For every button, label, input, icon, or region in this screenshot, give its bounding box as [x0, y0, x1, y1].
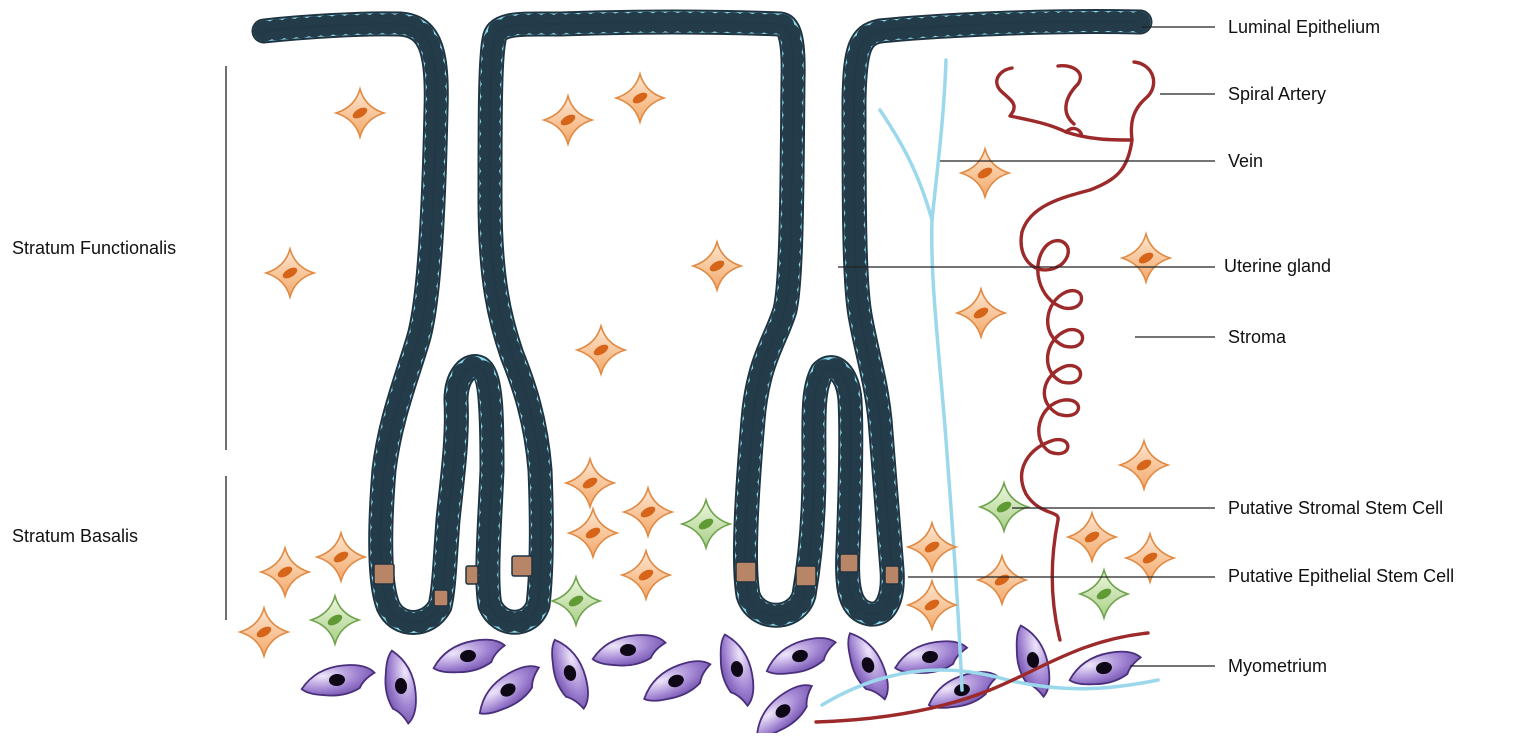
label-putative-stromal-stem-cell: Putative Stromal Stem Cell [1228, 498, 1443, 518]
epithelial-stem-cell [434, 590, 448, 606]
epithelial-stem-cell [840, 554, 858, 572]
stromal-cell [261, 548, 309, 596]
stromal-cell [566, 459, 614, 507]
myometrium-cell [637, 655, 717, 708]
stromal-stem-cell [311, 596, 359, 644]
epithelial-stem-cell [512, 556, 532, 576]
stromal-stem-cell [682, 500, 730, 548]
myometrium-cell [716, 631, 758, 709]
stromal-cell [336, 89, 384, 137]
stromal-cell [577, 326, 625, 374]
label-putative-epithelial-stem-cell: Putative Epithelial Stem Cell [1228, 566, 1454, 586]
stromal-cell [624, 488, 672, 536]
stromal-cell [1122, 234, 1170, 282]
epithelial-stem-cell [736, 562, 756, 582]
label-stroma: Stroma [1228, 327, 1286, 347]
epithelial-stem-cell [374, 564, 394, 584]
label-uterine-gland: Uterine gland [1224, 256, 1331, 276]
label-luminal-epithelium: Luminal Epithelium [1228, 17, 1380, 37]
myometrium-cell [762, 633, 841, 680]
stromal-cell [978, 556, 1026, 604]
stromal-cell [266, 249, 314, 297]
myometrium-cell [745, 678, 822, 733]
label-stratum-basalis: Stratum Basalis [12, 526, 138, 546]
myometrium-cell [546, 635, 593, 714]
stromal-cell [957, 289, 1005, 337]
stromal-cell [693, 242, 741, 290]
stromal-cell [622, 551, 670, 599]
label-stratum-functionalis: Stratum Functionalis [12, 238, 176, 258]
myometrium-cell [841, 626, 894, 706]
stromal-cell [1126, 534, 1174, 582]
stromal-cell [317, 533, 365, 581]
stromal-cell [1068, 513, 1116, 561]
stromal-cell [616, 74, 664, 122]
myometrium-cell [300, 663, 376, 699]
stromal-cell [908, 581, 956, 629]
stromal-cell [908, 523, 956, 571]
stromal-cell [240, 608, 288, 656]
epithelial-stem-cell [885, 566, 899, 584]
label-spiral-artery: Spiral Artery [1228, 84, 1326, 104]
myometrium-cell [383, 649, 419, 725]
stromal-stem-cell [980, 483, 1028, 531]
stromal-cell [544, 96, 592, 144]
myometrium-cell [591, 633, 667, 669]
stromal-cell [1120, 441, 1168, 489]
label-vein: Vein [1228, 151, 1263, 171]
stromal-stem-cell [552, 577, 600, 625]
myometrium-cell [430, 636, 508, 678]
stromal-cell [569, 509, 617, 557]
stromal-cell [961, 149, 1009, 197]
label-myometrium: Myometrium [1228, 656, 1327, 676]
epithelial-stem-cell [796, 566, 816, 586]
epithelial-stem-cell [466, 566, 478, 584]
